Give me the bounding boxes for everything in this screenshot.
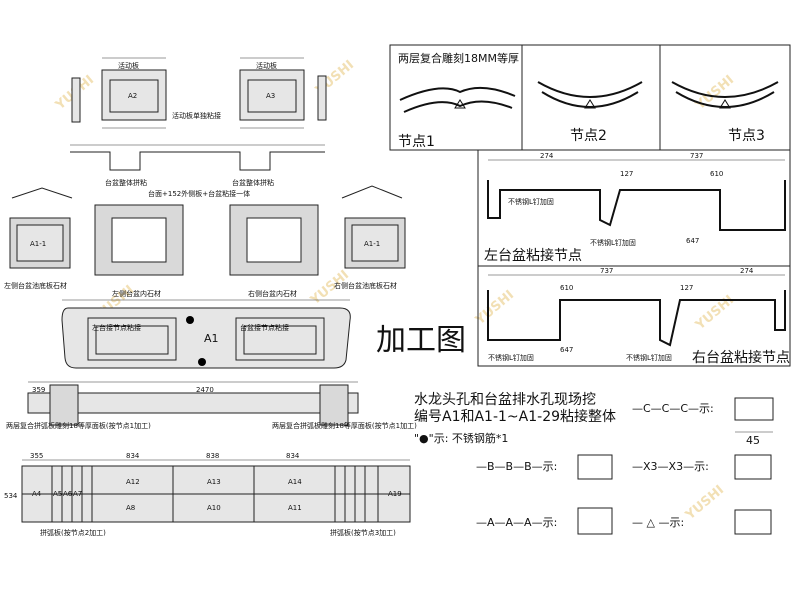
dim: 737: [690, 152, 703, 160]
dim: 127: [620, 170, 633, 178]
left-node-title: 左台盆粘接节点: [484, 247, 582, 264]
side-strip: [71, 77, 81, 123]
side-strip: [317, 75, 327, 121]
basin-profile: 台盆整体拼粘 台盆整体拼粘 台面+152外侧板+台盆粘接一体: [70, 144, 325, 198]
dim-834: 834: [126, 452, 140, 460]
dim: 127: [680, 284, 693, 292]
label-a8: A8: [126, 504, 135, 512]
legend-c: —C—C—C—示:: [632, 402, 714, 415]
left-bottom-plate: A1-1 左侧台盆池底板石材: [4, 217, 71, 290]
label-basin-assembly: 台盆整体拼粘: [232, 178, 274, 187]
label-right-inner: 右侧台盆内石材: [248, 289, 297, 298]
dim-534: 534: [4, 492, 18, 500]
label-a2: A2: [128, 92, 137, 100]
left-basin-node: 274 737 127 610 647 不锈钢L钉加固 不锈钢L钉加固 左台盆粘…: [477, 149, 791, 267]
dim: 647: [686, 237, 699, 245]
label-strip-right: 两层复合拼弧板雕刻18等厚面板(按节点1加工): [272, 421, 417, 430]
label-a1-1: A1-1: [364, 240, 380, 248]
note-line2: 编号A1和A1-1~A1-29粘接整体: [414, 408, 616, 425]
label-a14: A14: [288, 478, 302, 486]
dim-355: 355: [30, 452, 43, 460]
label-left-bottom: 左侧台盆池底板石材: [4, 281, 67, 290]
layer-note: 两层复合雕刻18MM等厚: [398, 51, 519, 65]
countertop-a1: 左台接节点粘接 台盆接节点粘接 A1: [61, 299, 351, 369]
label-a12: A12: [126, 478, 140, 486]
dim: 274: [740, 267, 754, 275]
dim: 274: [540, 152, 554, 160]
legend-x3: —X3—X3—示:: [632, 460, 709, 473]
label-a19: A19: [388, 490, 402, 498]
dim: 737: [600, 267, 613, 275]
dim-838: 838: [206, 452, 219, 460]
dim: 610: [710, 170, 723, 178]
right-node-title: 右台盆粘接节点: [692, 349, 790, 366]
legend-tri: — △ —示:: [632, 516, 684, 529]
dim: 647: [560, 346, 573, 354]
watermark: YUSHI: [682, 483, 727, 524]
section-triangle: [11, 187, 73, 199]
right-bottom-plate: A1-1 右侧台盆池底板石材: [334, 217, 406, 290]
label-a4: A4: [32, 490, 42, 498]
label-r-nail: 不锈钢L钉加固: [488, 353, 534, 362]
legend: —C—C—C—示: 45 —B—B—B—示: —X3—X3—示: —A—A—A—…: [476, 397, 774, 535]
node1-label: 节点1: [398, 134, 435, 150]
page-title: 加工图: [376, 323, 466, 358]
watermark: YUSHI: [472, 288, 517, 329]
label-a13: A13: [207, 478, 221, 486]
label-a7: A7: [73, 490, 82, 498]
dim-359: 359: [32, 386, 45, 394]
label-left-inner: 左侧台盆内石材: [112, 289, 161, 298]
right-basin-node: 737 274 610 127 647 不锈钢L钉加固 不锈钢L钉加固 右台盆粘…: [477, 265, 791, 367]
section-triangle: [341, 185, 403, 199]
node3-label: 节点3: [728, 128, 765, 144]
nodes-panel: 两层复合雕刻18MM等厚 节点1 节点2 节点3: [389, 44, 791, 151]
label-a11: A11: [288, 504, 302, 512]
label-counter: 台面+152外侧板+台盆粘接一体: [148, 189, 250, 198]
dim-834: 834: [286, 452, 300, 460]
note-line1: 水龙头孔和台盆排水孔现场挖: [414, 392, 596, 408]
dim: 610: [560, 284, 573, 292]
activity-panel-right: 活动板 A3: [239, 57, 305, 129]
legend-b: —B—B—B—示:: [476, 460, 557, 473]
label-a5: A5: [53, 490, 62, 498]
label-a1-1: A1-1: [30, 240, 46, 248]
left-inner-stone: 左侧台盆内石材: [94, 204, 184, 298]
label-huodong-single: 活动板单独粘接: [172, 111, 221, 120]
label-strip-left: 两层复合拼弧板雕刻18等厚面板(按节点1加工): [6, 421, 151, 430]
legend-c-dim: 45: [746, 434, 760, 447]
label-a1: A1: [204, 332, 219, 345]
note-rebar: "●"示: 不锈钢筋*1: [414, 431, 508, 445]
label-l-nail: 不锈钢L钉加固: [590, 238, 636, 247]
label-a10: A10: [207, 504, 221, 512]
panel-strip: 359 2470 两层复合拼弧板雕刻18等厚面板(按节点1加工) 两层复合拼弧板…: [6, 381, 417, 430]
label-right-bottom: 右侧台盆池底板石材: [334, 281, 397, 290]
label-l-nail: 不锈钢L钉加固: [508, 197, 554, 206]
label-bottom-left: 拼弧板(按节点2加工): [40, 528, 106, 537]
watermark: YUSHI: [692, 293, 737, 334]
label-huodong: 活动板: [256, 61, 277, 70]
activity-panel-left: 活动板 A2: [101, 57, 167, 129]
dim-2470: 2470: [196, 386, 214, 394]
bottom-layout: 355 834 838 834 534 A4 A5 A6 A7 A12 A13 …: [4, 452, 411, 537]
legend-a: —A—A—A—示:: [476, 516, 557, 529]
label-r-nail: 不锈钢L钉加固: [626, 353, 672, 362]
label-node-right: 台盆接节点粘接: [240, 323, 289, 332]
label-a3: A3: [266, 92, 275, 100]
label-huodong: 活动板: [118, 61, 139, 70]
label-bottom-right: 拼弧板(按节点3加工): [330, 528, 396, 537]
right-inner-stone: 右侧台盆内石材: [229, 204, 319, 298]
label-a6: A6: [63, 490, 73, 498]
node2-label: 节点2: [570, 128, 607, 144]
label-node-left: 左台接节点粘接: [92, 323, 141, 332]
label-basin-assembly: 台盆整体拼粘: [105, 178, 147, 187]
